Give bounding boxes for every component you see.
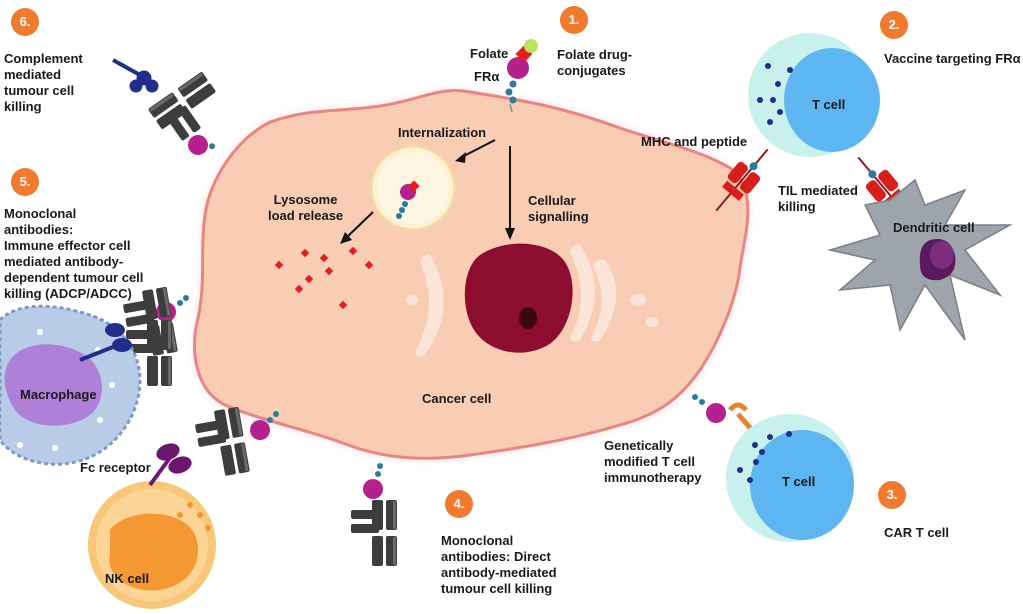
arrows [340, 139, 515, 244]
nk-cell [88, 481, 216, 609]
antibody-complement [147, 71, 229, 147]
badge-strategy-4: 4. [445, 490, 473, 518]
label-strategy-6: Complement mediated tumour cell killing [4, 51, 83, 114]
badge-strategy-2: 2. [880, 11, 908, 39]
label-strategy-5: Monoclonal antibodies: Immune effector c… [4, 206, 144, 301]
label-strategy-2: Vaccine targeting FRα [884, 51, 1021, 66]
label-strategy-1: Folate drug- conjugates [557, 47, 633, 78]
label-fc-receptor: Fc receptor [80, 460, 151, 475]
nucleus [464, 243, 573, 353]
t-cell-top [748, 33, 880, 157]
dendritic-cell [827, 178, 1013, 341]
endoplasmic-reticulum [406, 244, 659, 357]
badge-strategy-3: 3. [878, 481, 906, 509]
label-strategy-4: Monoclonal antibodies: Direct antibody-m… [441, 533, 557, 596]
label-dendritic-cell: Dendritic cell [893, 220, 975, 235]
receptor-complement [188, 135, 216, 155]
label-lysosome: Lysosome load release [268, 192, 344, 223]
receptor-bottom-left [250, 411, 279, 440]
label-cancer-cell: Cancer cell [422, 391, 492, 406]
label-cellular-signalling: Cellular signalling [528, 193, 589, 224]
receptor-bottom [363, 463, 383, 499]
label-gm-t-cell: Genetically modified T cell immunotherap… [604, 438, 702, 485]
label-mhc: MHC and peptide [641, 134, 748, 149]
label-fra: FRα [474, 69, 500, 84]
label-folate: Folate [470, 46, 509, 61]
t-cell-car [726, 414, 854, 542]
nk-fc-receptor [148, 443, 192, 487]
antibody-nk [193, 406, 250, 480]
macrophage-fc-receptor [79, 323, 132, 362]
antibody-direct [351, 500, 397, 566]
mhc-complex-1 [715, 148, 769, 212]
car-construct [728, 402, 754, 432]
badge-strategy-5: 5. [11, 168, 39, 196]
badge-strategy-1: 1. [560, 6, 588, 34]
label-til: TIL mediated killing [778, 183, 858, 214]
folate-receptor-top [505, 39, 538, 113]
receptor-car [692, 394, 726, 423]
label-t-cell-top: T cell [812, 97, 846, 112]
badge-strategy-6: 6. [11, 8, 39, 36]
label-macrophage: Macrophage [20, 387, 97, 402]
label-t-cell-car: T cell [782, 474, 816, 489]
complement-protein [112, 58, 159, 93]
label-internalization: Internalization [398, 125, 487, 140]
label-strategy-3: CAR T cell [884, 525, 950, 540]
macrophage [0, 304, 142, 466]
released-drug-payload [274, 246, 374, 310]
label-nk-cell: NK cell [105, 571, 150, 586]
